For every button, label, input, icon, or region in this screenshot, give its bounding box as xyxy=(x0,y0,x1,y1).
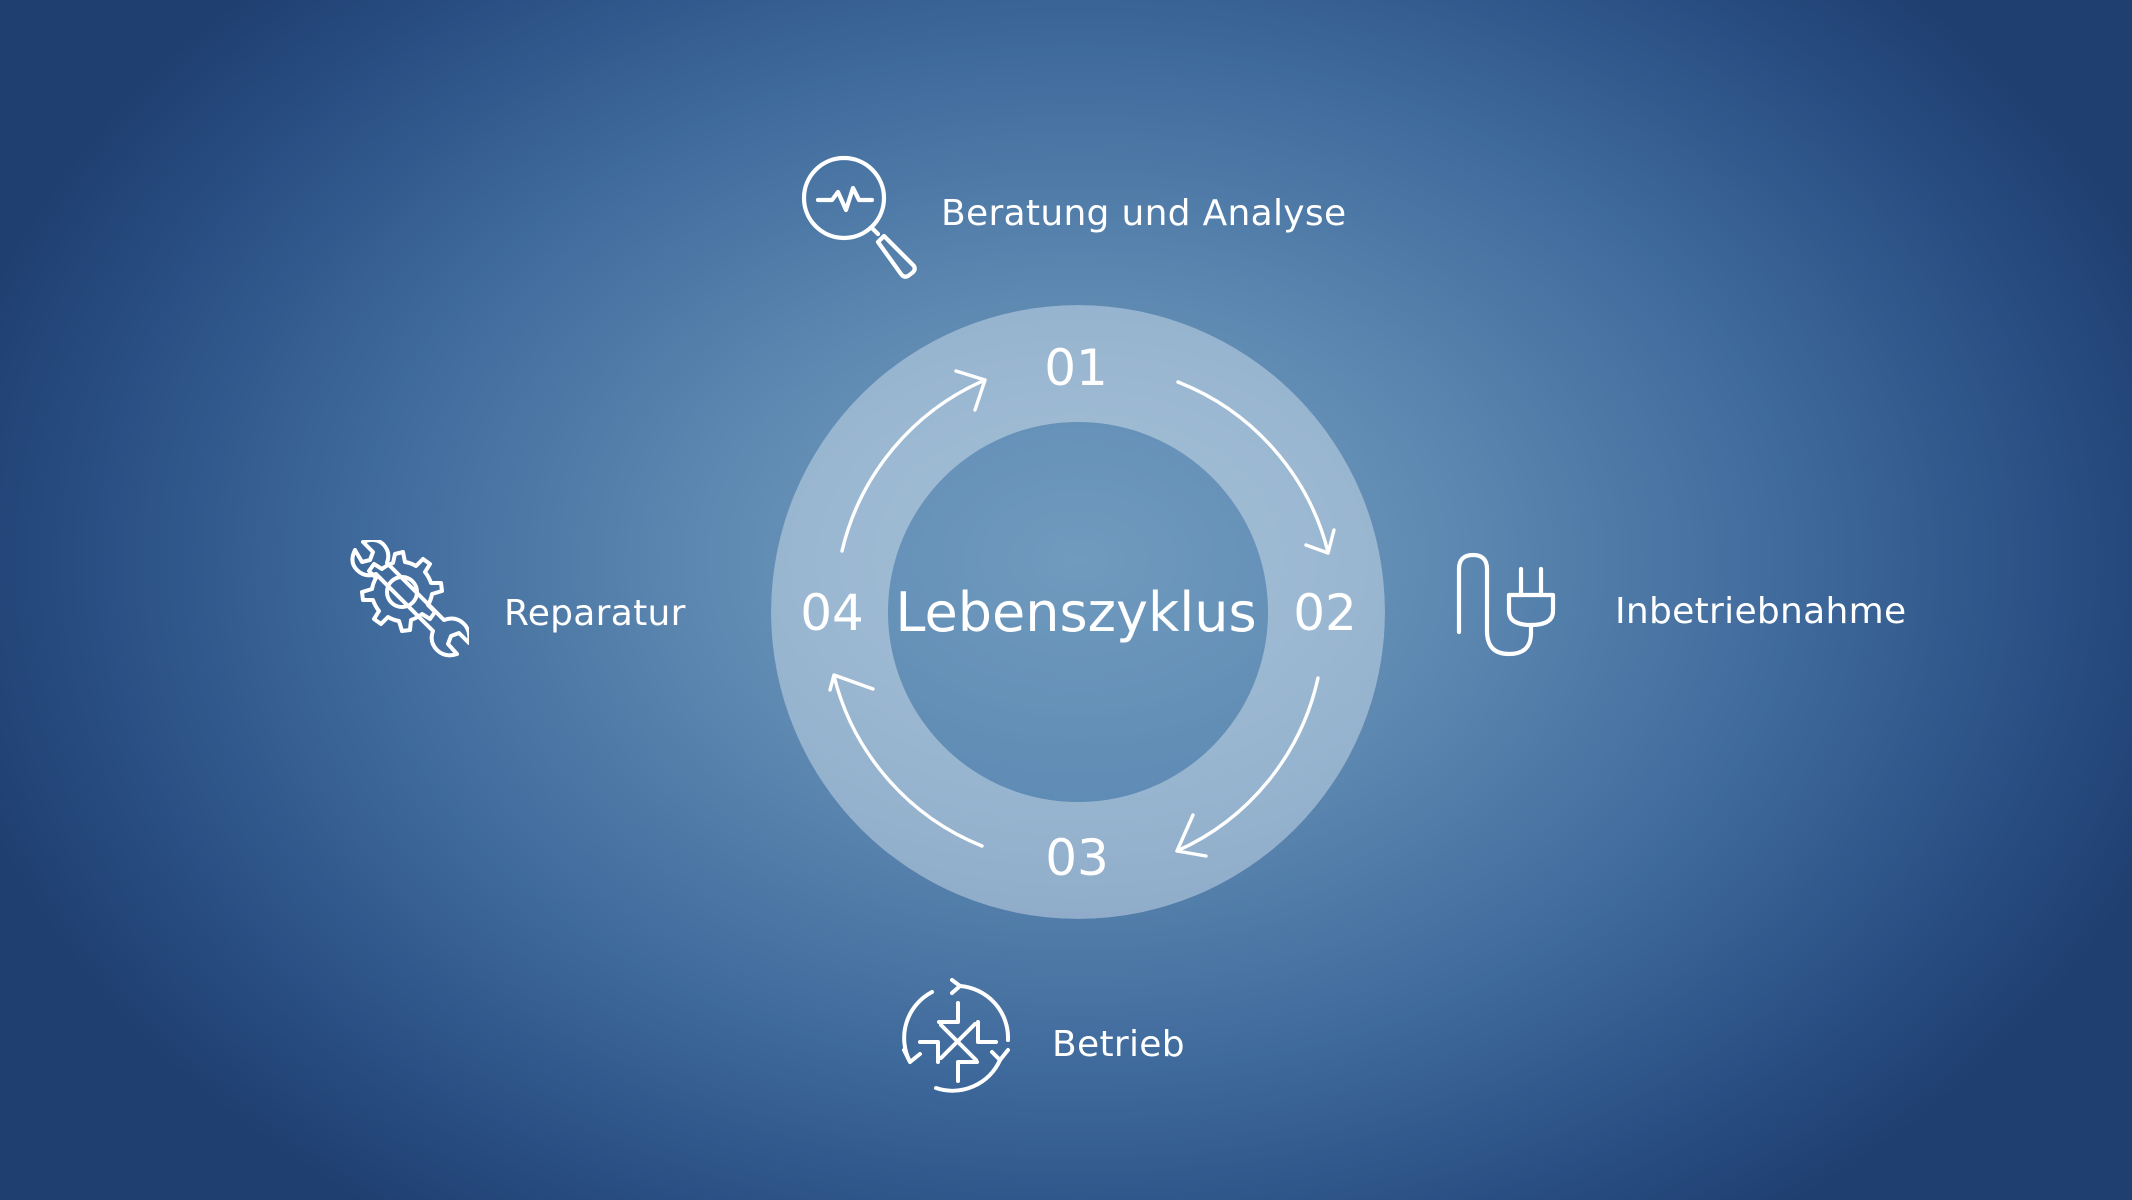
arrow-03-to-04 xyxy=(832,674,984,848)
wrench-gear-icon xyxy=(345,540,469,664)
plug-icon xyxy=(1454,551,1574,667)
magnifier-pulse-icon xyxy=(796,152,926,282)
arrowhead-02 xyxy=(1304,528,1336,555)
arrow-04-to-01 xyxy=(840,378,987,553)
step-label-inbetriebnahme: Inbetriebnahme xyxy=(1615,591,1907,632)
step-label-beratung: Beratung und Analyse xyxy=(941,193,1347,234)
ring-band xyxy=(771,305,1385,919)
arrowhead-03 xyxy=(1175,813,1208,858)
arrowhead-04 xyxy=(828,673,875,692)
step-number-04: 04 xyxy=(800,584,864,642)
arrow-02-to-03 xyxy=(1175,676,1320,853)
step-number-03: 03 xyxy=(1045,829,1109,887)
step-label-reparatur: Reparatur xyxy=(504,593,686,634)
center-title: Lebenszyklus xyxy=(895,581,1257,644)
step-label-betrieb: Betrieb xyxy=(1052,1024,1185,1065)
arrow-01-to-02 xyxy=(1176,380,1330,554)
step-number-01: 01 xyxy=(1044,339,1108,397)
arrowhead-01 xyxy=(954,369,987,412)
step-number-02: 02 xyxy=(1293,584,1357,642)
ring-hole xyxy=(888,422,1268,802)
cycle-operation-icon xyxy=(896,978,1020,1098)
